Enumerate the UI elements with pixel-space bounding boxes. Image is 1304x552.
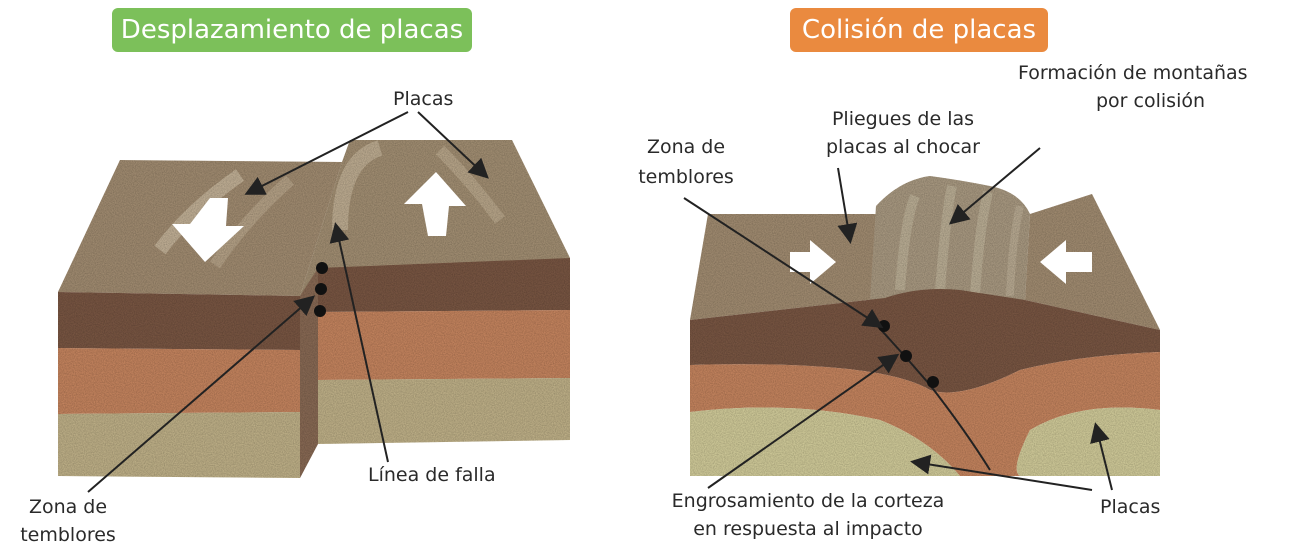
label-engrosamiento-2: en respuesta al impacto bbox=[693, 518, 923, 540]
label-formacion-1: Formación de montañas bbox=[1018, 62, 1248, 84]
label-placas-left: Placas bbox=[393, 88, 454, 110]
title-colision: Colisión de placas bbox=[790, 8, 1048, 52]
title-desplazamiento: Desplazamiento de placas bbox=[112, 8, 472, 52]
quake-dot bbox=[927, 376, 939, 388]
quake-dot bbox=[900, 350, 912, 362]
label-placas-right: Placas bbox=[1100, 496, 1161, 518]
arrow-up-icon bbox=[404, 172, 466, 236]
quake-dot bbox=[314, 305, 326, 317]
fault-block bbox=[58, 140, 570, 478]
label-pliegues-1: Pliegues de las bbox=[831, 108, 975, 130]
label-linea-falla: Línea de falla bbox=[368, 464, 496, 486]
label-zona-temblores-right-1: Zona de bbox=[646, 136, 726, 158]
label-zona-temblores-right-2: temblores bbox=[638, 166, 734, 188]
arrow-down-icon bbox=[172, 198, 244, 262]
collision-block bbox=[690, 176, 1160, 476]
label-pliegues-2: placas al chocar bbox=[826, 136, 980, 158]
leader-lines-right bbox=[683, 147, 1113, 491]
arrow-left-icon bbox=[1040, 240, 1092, 284]
quake-dot bbox=[316, 262, 328, 274]
arrow-right-icon bbox=[790, 240, 836, 284]
label-formacion-2: por colisión bbox=[1096, 90, 1206, 112]
quake-dot bbox=[315, 283, 327, 295]
label-engrosamiento-1: Engrosamiento de la corteza bbox=[671, 490, 945, 512]
label-zona-temblores-left-2: temblores bbox=[20, 524, 116, 546]
label-zona-temblores-left-1: Zona de bbox=[28, 496, 108, 518]
leader-lines-left bbox=[87, 111, 489, 493]
